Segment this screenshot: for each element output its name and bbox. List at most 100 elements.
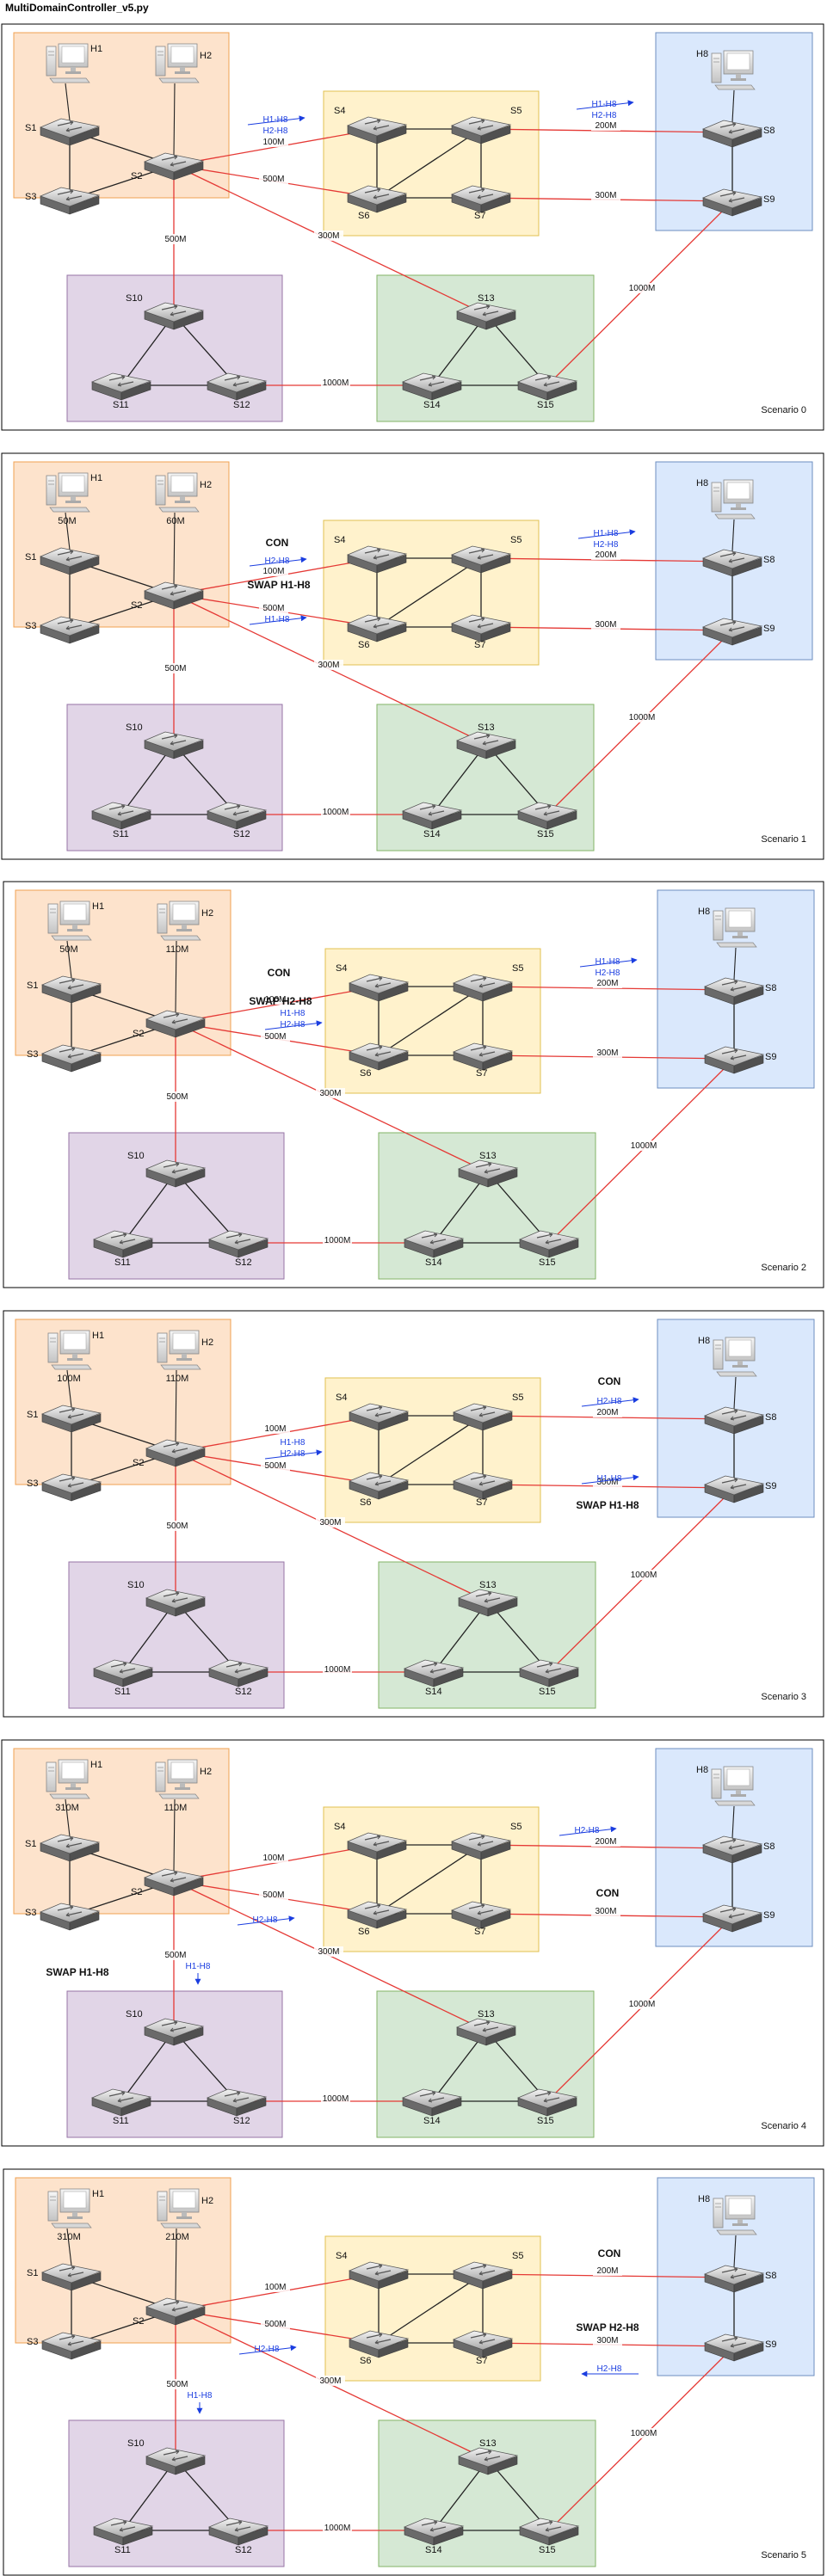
network-switch-icon <box>451 614 512 642</box>
network-switch-icon <box>456 302 517 330</box>
switch-label-s13: S13 <box>479 2438 497 2449</box>
network-switch-icon <box>704 2265 765 2293</box>
link-label-bg <box>161 234 190 244</box>
network-switch-icon <box>704 1406 765 1435</box>
link-capacity-label: 100M <box>262 138 284 147</box>
link-capacity-label: 1000M <box>629 284 656 293</box>
switch-label-s5: S5 <box>512 963 523 974</box>
switch-label-s8: S8 <box>765 2271 776 2281</box>
network-switch-icon <box>404 2518 465 2546</box>
domain-5-area <box>378 1561 596 1709</box>
link-label-bg <box>627 283 657 293</box>
link-label-bg <box>161 663 190 673</box>
switch-label-s7: S7 <box>474 640 485 650</box>
flow-label: CON <box>598 1375 621 1387</box>
network-switch-icon <box>402 2088 463 2117</box>
switch-label-s3: S3 <box>25 621 36 631</box>
host-label-h8: H8 <box>696 478 708 489</box>
domain-2-area <box>323 90 540 237</box>
link-label-bg <box>314 1946 343 1957</box>
host-rate-h1: 100M <box>57 1374 81 1384</box>
host-rate-h1: 310M <box>55 1803 79 1813</box>
flow-label: H2-H8 <box>592 111 617 120</box>
link-label-bg <box>627 712 657 722</box>
link-label-bg <box>323 2523 352 2533</box>
controller-action-label: CON <box>266 537 289 549</box>
switch-label-s15: S15 <box>537 400 554 410</box>
switch-label-s12: S12 <box>235 1687 252 1697</box>
flow-label: H1-H8 <box>249 615 307 625</box>
switch-label-s7: S7 <box>476 1068 487 1079</box>
domain-5-area <box>378 1132 596 1280</box>
link-capacity-label: 500M <box>262 604 284 613</box>
switch-label-s12: S12 <box>233 829 250 839</box>
switch-label-s9: S9 <box>765 1052 776 1062</box>
domain-4-area <box>68 1561 285 1709</box>
network-switch-icon <box>404 1230 465 1258</box>
network-switch-icon <box>91 802 152 830</box>
link-label-bg <box>163 1091 192 1102</box>
switch-label-s8: S8 <box>763 1841 775 1852</box>
desktop-computer-icon <box>47 2188 92 2229</box>
flow-text: H1-H8 <box>597 1474 622 1484</box>
scenario-name: Scenario 3 <box>761 1692 806 1702</box>
host-link-h1 <box>65 1798 71 1837</box>
flow-text: H1-H8 <box>263 115 288 125</box>
flow-label: H1-H8 <box>186 1962 211 1985</box>
network-switch-icon <box>144 2018 205 2046</box>
switch-label-s3: S3 <box>25 192 36 202</box>
flow-text: H1-H8 <box>592 100 617 109</box>
network-switch-icon <box>145 1159 207 1188</box>
link-label-bg <box>316 1088 345 1098</box>
host-label-h2: H2 <box>201 908 213 919</box>
network-switch-icon <box>145 2447 207 2475</box>
network-switch-icon <box>456 731 517 759</box>
network-switch-icon <box>349 2330 410 2358</box>
host-link-h1 <box>65 83 71 121</box>
domain-4-area <box>66 1990 283 2138</box>
link-capacity-label: 500M <box>164 664 186 673</box>
flow-arrow-icon <box>249 615 307 625</box>
link-capacity-label: 100M <box>264 995 286 1005</box>
switch-label-s10: S10 <box>126 293 143 304</box>
network-switch-icon <box>453 1042 514 1071</box>
switch-label-s7: S7 <box>474 211 485 221</box>
switch-label-s9: S9 <box>765 2339 776 2350</box>
network-switch-icon <box>702 120 763 148</box>
link-capacity-label: 500M <box>164 1951 186 1960</box>
host-link-h2 <box>173 512 176 585</box>
switch-label-s10: S10 <box>126 722 143 733</box>
network-switch-icon <box>458 2447 519 2475</box>
network-switch-icon <box>145 2297 207 2326</box>
link-label-bg <box>593 978 622 988</box>
link-label-bg <box>593 1048 622 1058</box>
switch-label-s11: S11 <box>113 400 129 410</box>
network-switch-icon <box>144 1868 205 1897</box>
network-switch-icon <box>144 302 205 330</box>
desktop-computer-icon <box>157 1330 201 1370</box>
link-capacity-label: 200M <box>595 1837 616 1847</box>
link-label-bg <box>591 550 620 560</box>
host-label-h2: H2 <box>200 480 212 490</box>
flow-arrow-icon <box>581 1397 639 1407</box>
link-label-bg <box>591 1836 620 1847</box>
host-rate-h2: 110M <box>164 1803 188 1813</box>
host-link-h8 <box>733 1376 737 1410</box>
switch-label-s8: S8 <box>763 555 775 565</box>
flow-text: H1-H8 <box>265 615 290 624</box>
link-capacity-label: 300M <box>596 1478 618 1487</box>
network-switch-icon <box>208 1659 269 1688</box>
link-capacity-label: 100M <box>264 1424 286 1434</box>
flow-text: H2-H8 <box>265 556 290 566</box>
link-capacity-label: 300M <box>319 2376 341 2386</box>
host-label-h8: H8 <box>696 1765 708 1775</box>
flow-text: H2-H8 <box>597 1397 622 1406</box>
host-label-h8: H8 <box>696 49 708 59</box>
host-link-h1 <box>66 2228 72 2266</box>
link-label-bg <box>321 378 350 388</box>
network-switch-icon <box>453 974 514 1002</box>
link-capacity-label: 1000M <box>324 1236 351 1245</box>
desktop-computer-icon <box>711 479 756 520</box>
link-s13-s14 <box>431 2030 487 2102</box>
